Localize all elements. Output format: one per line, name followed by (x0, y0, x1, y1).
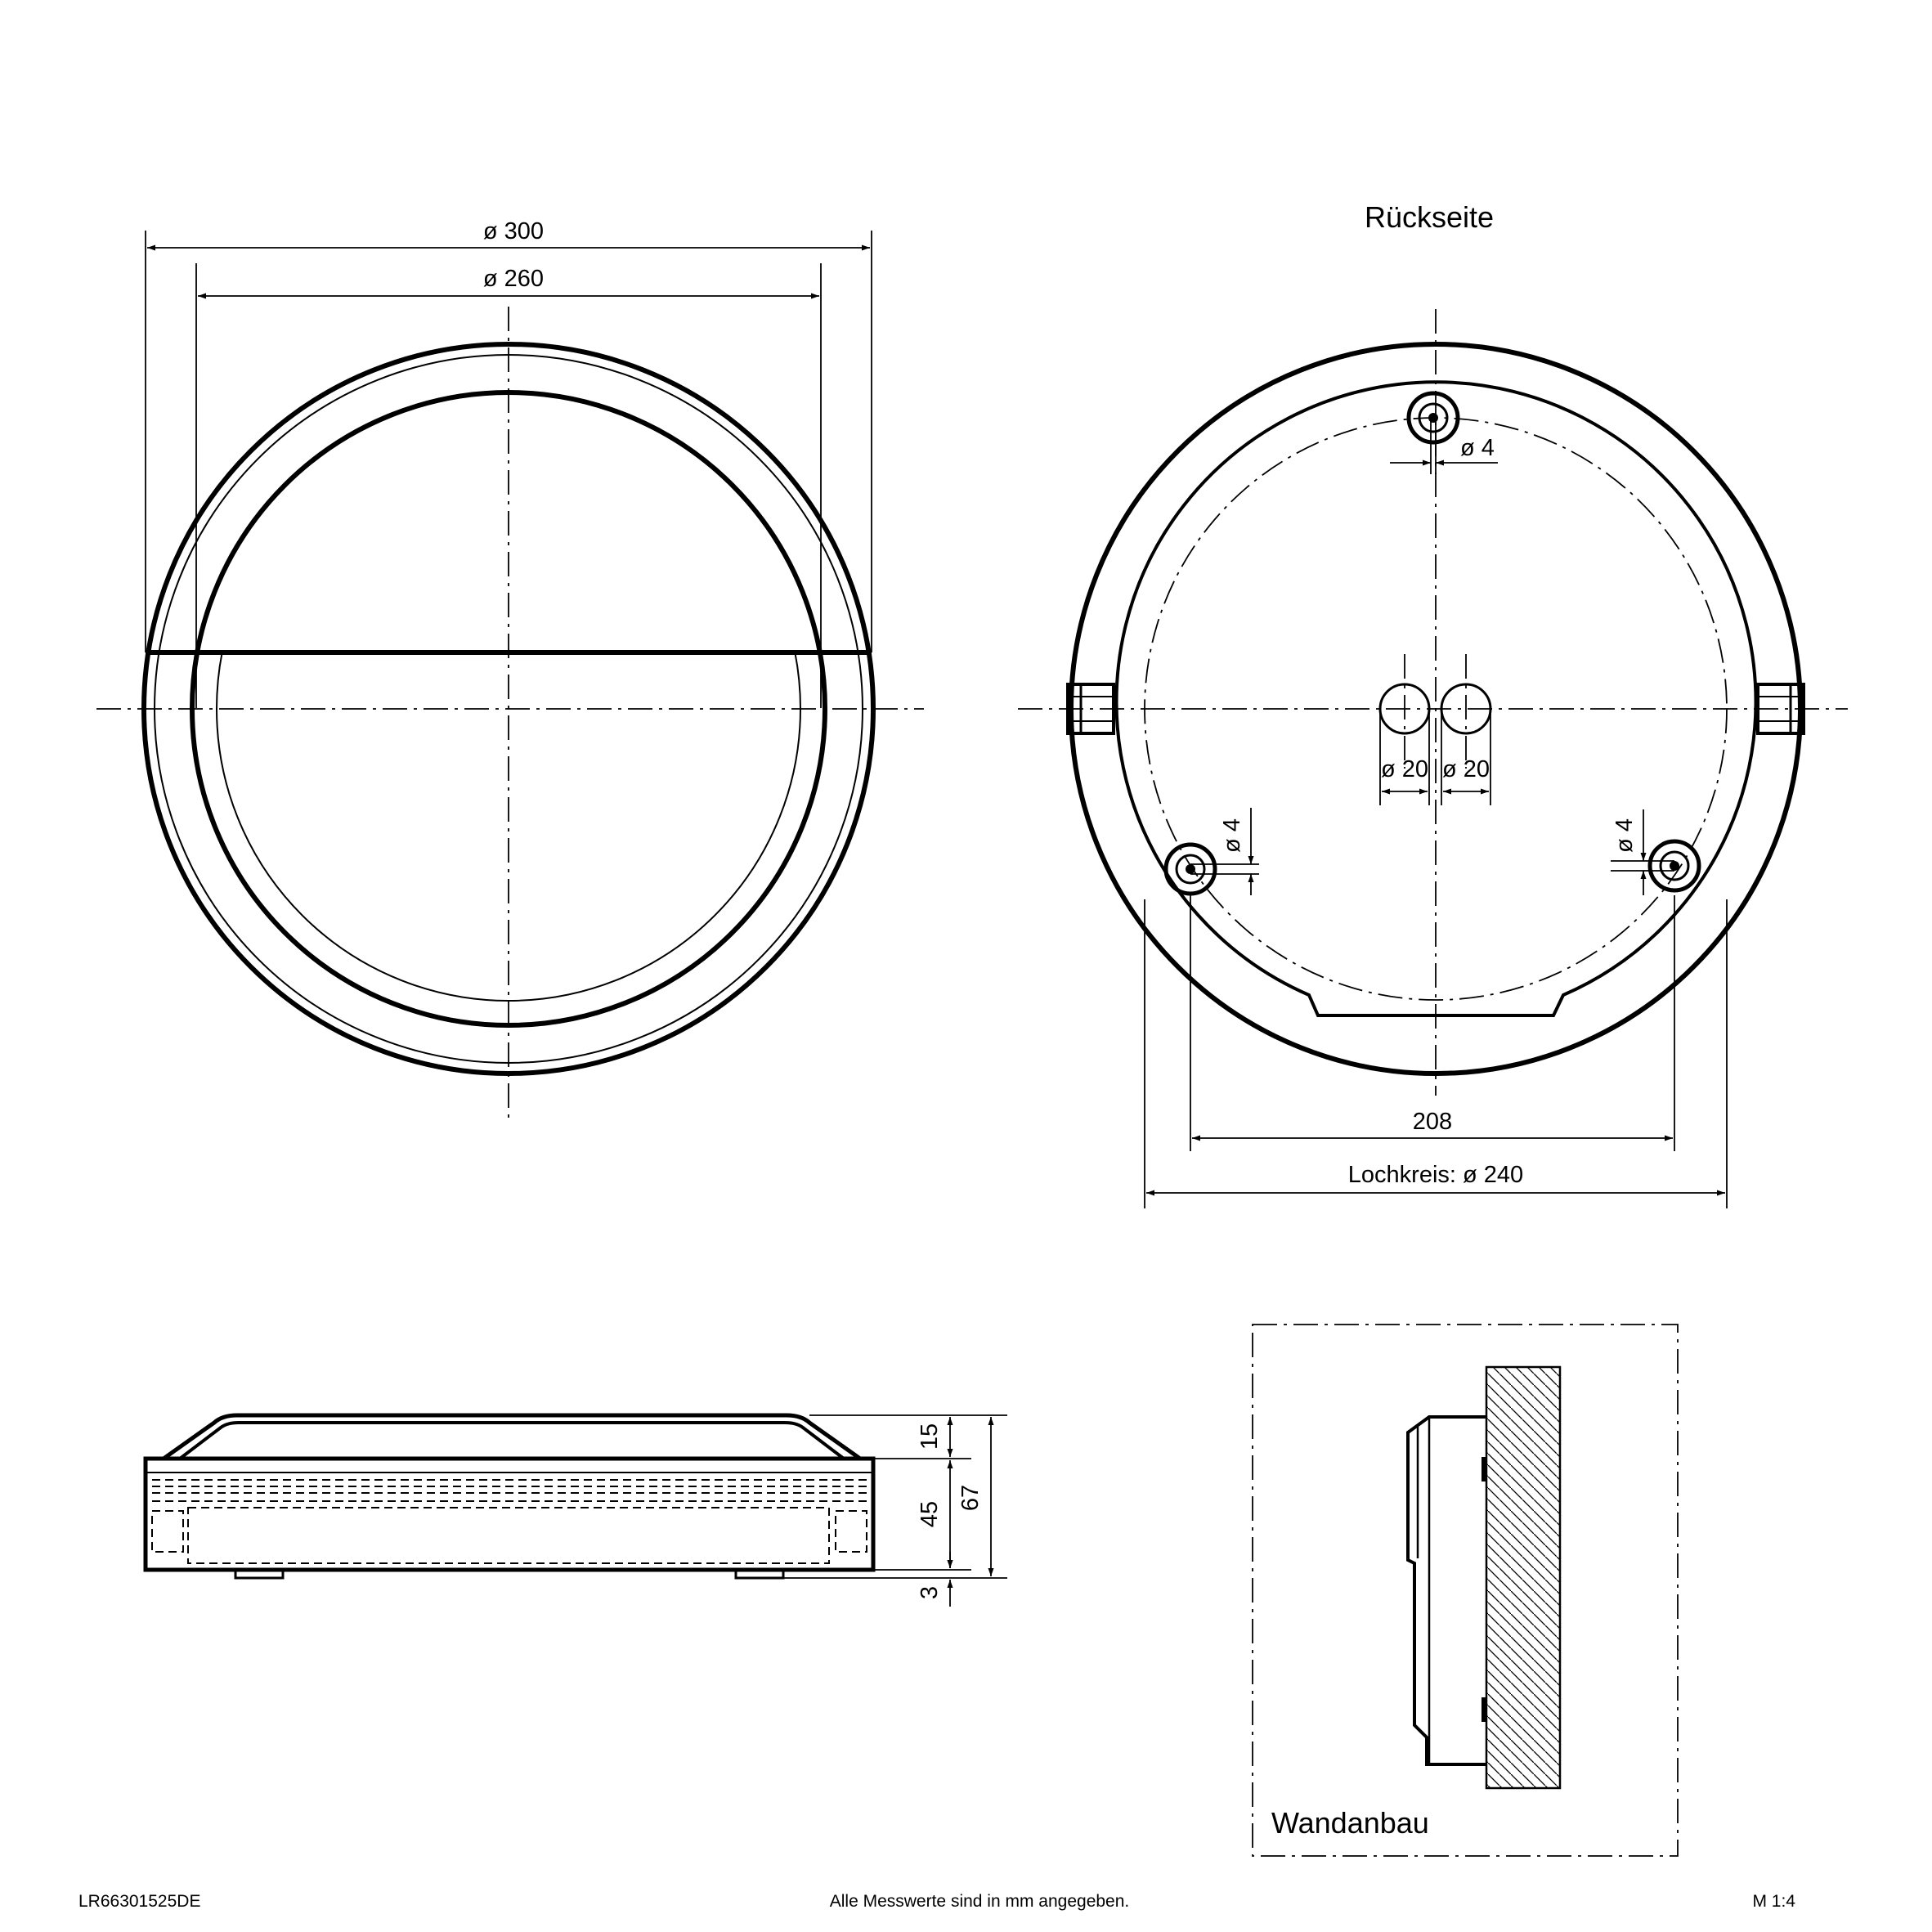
mount-label: Wandanbau (1271, 1806, 1429, 1840)
side-view: 15 45 67 3 (143, 1413, 1007, 1607)
dim-outer-diameter: ø 300 (483, 218, 544, 244)
mount-view: Wandanbau (1252, 1324, 1679, 1857)
side-foot-left (234, 1568, 285, 1580)
outer-ring (141, 342, 876, 1076)
dim-total-height: 67 (957, 1485, 984, 1511)
front-dimensions (145, 231, 872, 708)
side-dimension-lines (783, 1414, 1007, 1607)
dim-hole-circle: Lochkreis: ø 240 (1348, 1162, 1523, 1188)
lens-ring (195, 390, 823, 652)
side-visor-inner (178, 1421, 845, 1460)
dim-hole-left: ø 4 (1219, 818, 1245, 853)
footer-article-code: LR66301525DE (78, 1892, 200, 1911)
wall-section (1485, 1365, 1562, 1790)
dim-foot-height: 3 (917, 1586, 943, 1599)
footer-scale: M 1:4 (1752, 1892, 1795, 1911)
dim-cable-right: ø 20 (1442, 756, 1490, 782)
back-view-title: Rückseite (1365, 200, 1494, 234)
footer-units-note: Alle Messwerte sind in mm angegeben. (830, 1892, 1130, 1911)
dim-body-height: 45 (917, 1501, 943, 1527)
side-foot-right (734, 1568, 785, 1580)
dim-inner-diameter: ø 260 (483, 266, 544, 292)
back-view: Rückseite (1018, 200, 1848, 1208)
luminaire-on-wall (1406, 1415, 1486, 1766)
back-outer-ring (1069, 342, 1803, 1076)
mounting-hole-top (1406, 391, 1460, 445)
back-dimension-lines (1144, 421, 1728, 1208)
dim-hole-spacing: 208 (1413, 1109, 1452, 1135)
mount-frame (1252, 1324, 1679, 1857)
clip-left (1066, 683, 1115, 735)
mounting-hole-left (1163, 842, 1217, 896)
side-visor-outer (162, 1413, 862, 1461)
dim-visor-height: 15 (917, 1423, 943, 1450)
back-centerlines (1018, 309, 1848, 1096)
dim-cable-left: ø 20 (1381, 756, 1428, 782)
back-plate-outline (1114, 380, 1758, 1017)
side-hidden-lines (151, 1479, 867, 1564)
dim-hole-top: ø 4 (1460, 435, 1495, 461)
front-centerlines (96, 307, 924, 1120)
outer-ring-inner-edge (154, 354, 863, 1064)
diffuser-inner-edge (216, 652, 801, 1002)
mounting-hole-right (1647, 839, 1701, 893)
side-housing (143, 1456, 876, 1572)
diffuser-lower (190, 652, 827, 1028)
clip-right (1756, 683, 1805, 735)
front-view: ø 300 ø 260 (96, 218, 924, 1120)
dim-hole-right: ø 4 (1611, 818, 1638, 853)
